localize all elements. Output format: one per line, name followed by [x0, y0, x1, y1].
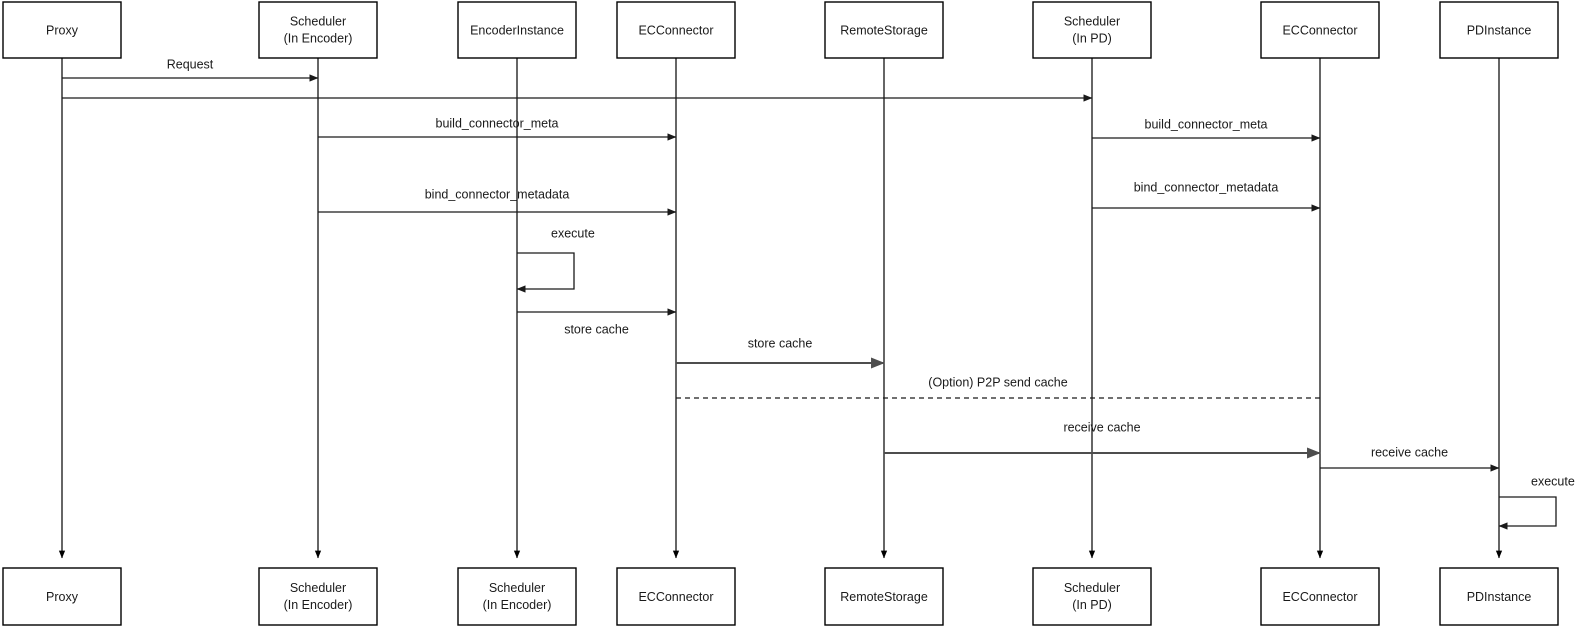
- participant-box-rect: [1260, 1, 1380, 59]
- participant-sublabel: (In Encoder): [284, 598, 353, 612]
- participant-label: Scheduler: [1064, 581, 1120, 595]
- self-messages-layer: execute execute: [516, 226, 1575, 530]
- participant-box-rect: [457, 1, 577, 59]
- message-label: receive cache: [1063, 420, 1140, 434]
- participant-sublabel: (In Encoder): [284, 31, 353, 45]
- participant-boxes-bottom: Proxy Scheduler (In Encoder) Scheduler (In E…: [2, 567, 1559, 626]
- message-m10[interactable]: receive cache: [884, 420, 1321, 459]
- self-message-arrow: [1498, 496, 1557, 530]
- participant-label: Proxy: [46, 590, 79, 604]
- participant-label: PDInstance: [1467, 23, 1532, 37]
- participant-ec_conn_pd-bottom[interactable]: ECConnector: [1260, 567, 1380, 626]
- participant-label: EncoderInstance: [470, 23, 564, 37]
- participant-label: ECConnector: [638, 590, 713, 604]
- participant-label: Scheduler: [1064, 14, 1120, 28]
- participant-label: Scheduler: [489, 581, 545, 595]
- message-label: build_connector_meta: [436, 116, 559, 130]
- participant-sched_enc-top[interactable]: Scheduler (In Encoder): [258, 1, 378, 59]
- participant-sched_enc-bottom[interactable]: Scheduler (In Encoder): [258, 567, 378, 626]
- participant-encoder_inst-bottom[interactable]: Scheduler (In Encoder): [457, 567, 577, 626]
- self-message-label: execute: [1531, 474, 1575, 488]
- message-m7[interactable]: store cache: [517, 308, 677, 336]
- participant-box-rect: [457, 567, 577, 626]
- message-label: store cache: [748, 336, 813, 350]
- message-label: store cache: [564, 322, 629, 336]
- participant-sublabel: (In PD): [1072, 598, 1112, 612]
- participant-box-rect: [616, 1, 736, 59]
- participant-label: PDInstance: [1467, 590, 1532, 604]
- participant-box-rect: [2, 1, 122, 59]
- self-message-s2[interactable]: execute: [1498, 474, 1575, 530]
- participant-proxy-top[interactable]: Proxy: [2, 1, 122, 59]
- message-label: receive cache: [1371, 445, 1448, 459]
- message-m4[interactable]: build_connector_meta: [1092, 117, 1321, 142]
- participant-box-rect: [1260, 567, 1380, 626]
- participant-label: RemoteStorage: [840, 590, 928, 604]
- participant-pd_inst-top[interactable]: PDInstance: [1439, 1, 1559, 59]
- participant-box-rect: [1032, 567, 1152, 626]
- message-label: Request: [167, 57, 214, 71]
- message-label: (Option) P2P send cache: [928, 375, 1067, 389]
- lifelines-layer: [58, 58, 1503, 559]
- participant-sched_pd-bottom[interactable]: Scheduler (In PD): [1032, 567, 1152, 626]
- participant-sublabel: (In Encoder): [483, 598, 552, 612]
- self-message-label: execute: [551, 226, 595, 240]
- participant-ec_conn_enc-bottom[interactable]: ECConnector: [616, 567, 736, 626]
- participant-label: RemoteStorage: [840, 23, 928, 37]
- message-m3[interactable]: build_connector_meta: [318, 116, 677, 141]
- participant-box-rect: [258, 567, 378, 626]
- participant-encoder_inst-top[interactable]: EncoderInstance: [457, 1, 577, 59]
- participant-label: ECConnector: [1282, 590, 1357, 604]
- participant-box-rect: [1439, 567, 1559, 626]
- participant-sublabel: (In PD): [1072, 31, 1112, 45]
- self-message-s1[interactable]: execute: [516, 226, 595, 293]
- message-m11[interactable]: receive cache: [1320, 445, 1500, 472]
- participant-box-rect: [824, 1, 944, 59]
- message-m8[interactable]: store cache: [676, 336, 885, 369]
- self-message-arrow: [516, 252, 575, 293]
- participant-pd_inst-bottom[interactable]: PDInstance: [1439, 567, 1559, 626]
- message-m1[interactable]: Request: [62, 57, 319, 82]
- participant-proxy-bottom[interactable]: Proxy: [2, 567, 122, 626]
- participant-label: ECConnector: [1282, 23, 1357, 37]
- participant-label: ECConnector: [638, 23, 713, 37]
- participant-box-rect: [1032, 1, 1152, 59]
- message-m9[interactable]: (Option) P2P send cache: [676, 375, 1320, 399]
- participant-label: Scheduler: [290, 581, 346, 595]
- participant-box-rect: [2, 567, 122, 626]
- participant-ec_conn_pd-top[interactable]: ECConnector: [1260, 1, 1380, 59]
- participant-label: Proxy: [46, 23, 79, 37]
- message-label: build_connector_meta: [1145, 117, 1268, 131]
- participant-boxes-top: Proxy Scheduler (In Encoder) EncoderInstanc…: [2, 1, 1559, 59]
- participant-box-rect: [258, 1, 378, 59]
- participant-remote_store-top[interactable]: RemoteStorage: [824, 1, 944, 59]
- messages-layer: Request build_connector_meta build_connect…: [62, 57, 1500, 472]
- participant-box-rect: [1439, 1, 1559, 59]
- message-m6[interactable]: bind_connector_metadata: [1092, 180, 1321, 212]
- participant-label: Scheduler: [290, 14, 346, 28]
- message-m5[interactable]: bind_connector_metadata: [318, 187, 677, 216]
- participant-box-rect: [616, 567, 736, 626]
- message-label: bind_connector_metadata: [1134, 180, 1279, 194]
- message-label: bind_connector_metadata: [425, 187, 570, 201]
- participant-box-rect: [824, 567, 944, 626]
- participant-remote_store-bottom[interactable]: RemoteStorage: [824, 567, 944, 626]
- participant-sched_pd-top[interactable]: Scheduler (In PD): [1032, 1, 1152, 59]
- participant-ec_conn_enc-top[interactable]: ECConnector: [616, 1, 736, 59]
